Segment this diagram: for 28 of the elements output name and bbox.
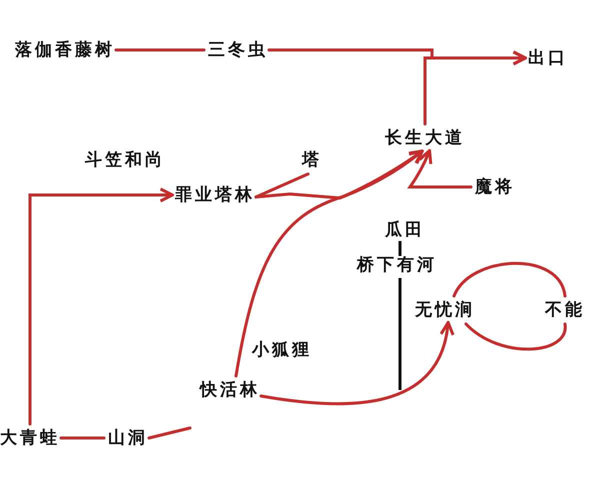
- place-label: 罪业塔林: [175, 185, 255, 205]
- arrow: [28, 188, 174, 426]
- connector-line: [464, 322, 566, 351]
- place-label: 魔将: [475, 177, 515, 197]
- place-label: 桥下有河: [357, 255, 437, 275]
- arrow: [424, 50, 527, 126]
- connector-line: [452, 262, 566, 298]
- place-label: 瓜田: [385, 220, 425, 240]
- place-label: 快活林: [200, 380, 260, 400]
- place-label: 不能: [545, 300, 585, 320]
- place-label: 塔: [302, 150, 322, 170]
- arrow: [234, 150, 424, 378]
- place-label: 长生大道: [385, 128, 465, 148]
- place-label: 三冬虫: [208, 40, 268, 60]
- arrow: [260, 321, 454, 406]
- connector-line: [60, 436, 106, 440]
- arrow: [408, 149, 472, 188]
- place-label: 小狐狸: [252, 340, 312, 360]
- connector-line: [254, 172, 310, 198]
- connector-line: [148, 426, 192, 440]
- place-label: 山洞: [108, 428, 148, 448]
- place-label: 斗笠和尚: [85, 150, 165, 170]
- place-label: 大青蛙: [0, 428, 60, 448]
- place-label: 无忧涧: [415, 300, 475, 320]
- connector-line: [114, 48, 206, 52]
- arrow: [254, 150, 424, 200]
- place-label: 出口: [528, 48, 568, 68]
- place-label: 落伽香藤树: [15, 40, 115, 60]
